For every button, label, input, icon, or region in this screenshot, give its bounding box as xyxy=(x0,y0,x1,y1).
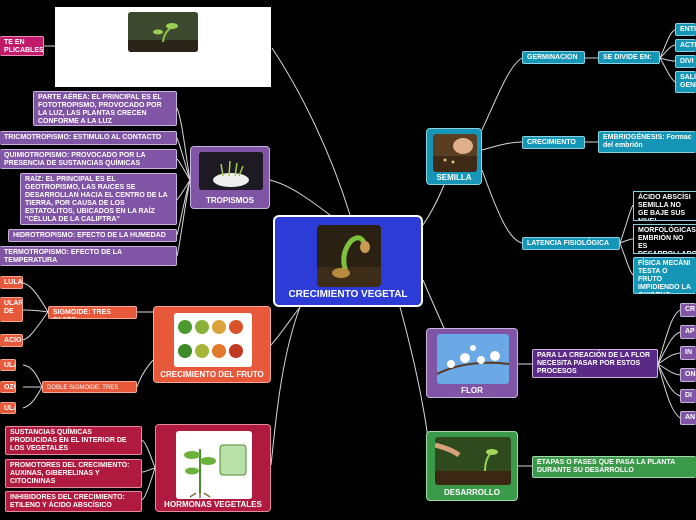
semilla-node[interactable]: SEMILLA xyxy=(426,128,482,185)
sigmoide-node[interactable]: SIGMOIDE: TRES FASES xyxy=(48,306,137,319)
flor-item-1[interactable]: CR xyxy=(680,303,696,317)
desarrollo-text-node[interactable]: ETAPAS O FASES QUE PASA LA PLANTA DURANT… xyxy=(532,456,696,478)
hormonas-sustancias[interactable]: SUSTANCIAS QUÍMICAS PRODUCIDAS EN EL INT… xyxy=(5,426,142,455)
latencia-morfologicas[interactable]: MORFOLÓGICAS EMBRIÓN NO ES DESARROLLADO xyxy=(633,224,696,254)
flor-text-node[interactable]: PARA LA CREACIÓN DE LA FLOR NECESITA PAS… xyxy=(532,349,658,378)
flor-item-5[interactable]: DI xyxy=(680,389,696,403)
tropismo-raiz[interactable]: RAÍZ: EL PRINCIPAL ES EL GEOTROPISMO, LA… xyxy=(20,173,177,225)
flor-title: FLOR xyxy=(427,387,517,395)
flor-item-2[interactable]: AP xyxy=(680,325,696,339)
hormonas-inhibidores[interactable]: INHIBIDORES DEL CRECIMIENTO: ETILENO Y Á… xyxy=(5,491,142,512)
left-pink-node[interactable]: TE EN PLICABLES xyxy=(0,36,44,56)
tropismos-node[interactable]: TROPISMOS xyxy=(190,146,270,209)
flor-item-6[interactable]: AN xyxy=(680,411,696,425)
hormonas-promotores[interactable]: PROMOTORES DEL CRECIMIENTO: AUXINAS, GIB… xyxy=(5,459,142,488)
tropismo-parte-aerea[interactable]: PARTE AÉREA: EL PRINCIPAL ES EL FOTOTROP… xyxy=(33,91,177,126)
divide-item-3[interactable]: DIVI xyxy=(675,55,696,68)
tropismo-quimiotropismo[interactable]: QUIMIOTROPISMO: PROVOCADO POR LA PRESENC… xyxy=(0,149,177,169)
doble-sigmoide-node[interactable]: DOBLE SIGMOIDE: TRES FASES xyxy=(42,381,137,393)
top-image-box xyxy=(55,7,271,87)
sprouts-on-cotton-photo xyxy=(199,152,263,190)
semilla-title: SEMILLA xyxy=(427,174,481,182)
flor-node[interactable]: FLOR xyxy=(426,328,518,398)
divide-item-1[interactable]: ENTI xyxy=(675,23,696,36)
sigmoide-item-1[interactable]: LULAR xyxy=(0,276,23,289)
latencia-node[interactable]: LATENCIA FISIOLÓGICA xyxy=(522,237,620,250)
doble-item-3[interactable]: ULAR xyxy=(0,402,16,414)
seed-planting-photo xyxy=(433,134,477,172)
sigmoide-item-3[interactable]: ACION xyxy=(0,334,23,347)
tropismo-termotropismo[interactable]: TERMOTROPISMO: EFECTO DE LA TEMPERATURA xyxy=(0,246,177,266)
watering-seedling-photo xyxy=(435,437,511,485)
doble-item-1[interactable]: ULAR xyxy=(0,359,16,371)
divide-item-4[interactable]: SALI GENE xyxy=(675,71,696,93)
se-divide-node[interactable]: SE DIVIDE EN: xyxy=(598,51,660,64)
tropismo-tricmotropismo[interactable]: TRICMOTROPISMO: ESTIMULO AL CONTACTO xyxy=(0,131,177,145)
blossom-photo xyxy=(437,334,509,384)
fruto-node[interactable]: CRECIMIENTO DEL FRUTO xyxy=(153,306,271,383)
latencia-acido[interactable]: ÁCIDO ABSCÍSI SEMILLA NO GE BAJE SUS NIV… xyxy=(633,191,696,221)
desarrollo-node[interactable]: DESARROLLO xyxy=(426,431,518,501)
flor-item-3[interactable]: IN xyxy=(680,346,696,360)
latencia-fisica[interactable]: FÍSICA MECÁNI TESTA O FRUTO IMPIDIENDO L… xyxy=(633,257,696,294)
hormonas-title: HORMONAS VEGETALES xyxy=(156,501,270,509)
seedling-sprout-photo xyxy=(128,12,198,52)
germinacion-node[interactable]: GERMINACION xyxy=(522,51,585,64)
tropismo-hidrotropismo[interactable]: HIDROTROPISMO: EFECTO DE LA HUMEDAD xyxy=(8,229,177,242)
sigmoide-item-2[interactable]: ULAR DE xyxy=(0,297,23,322)
fruto-title: CRECIMIENTO DEL FRUTO xyxy=(154,371,270,379)
tropismos-title: TROPISMOS xyxy=(191,197,269,205)
flor-item-4[interactable]: ON xyxy=(680,368,696,382)
doble-item-2[interactable]: OZO xyxy=(0,381,16,393)
crecimiento-semilla-node[interactable]: CRECIMIENTO xyxy=(522,136,585,149)
desarrollo-title: DESARROLLO xyxy=(427,489,517,497)
plant-hormone-diagram xyxy=(176,431,252,499)
center-node[interactable]: CRECIMIENTO VEGETAL xyxy=(273,215,423,307)
germinating-seedling-photo xyxy=(317,225,381,287)
tomato-ripening-photo xyxy=(174,313,252,367)
center-title: CRECIMIENTO VEGETAL xyxy=(275,289,421,301)
divide-item-2[interactable]: ACTI xyxy=(675,39,696,52)
hormonas-node[interactable]: HORMONAS VEGETALES xyxy=(155,424,271,512)
embriogenesis-node[interactable]: EMBRIOGÉNESIS: Formac del embrión xyxy=(598,131,696,153)
